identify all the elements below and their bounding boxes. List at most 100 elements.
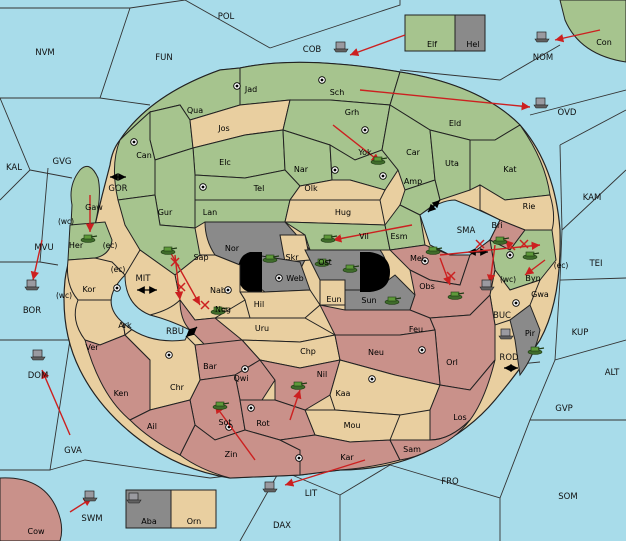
province-hel[interactable] [454, 14, 486, 52]
province-orn[interactable] [170, 489, 217, 529]
sea-label: DAX [273, 521, 291, 531]
province-uta[interactable] [429, 129, 471, 201]
sea-label: SOM [558, 492, 577, 502]
supply-center [275, 274, 283, 282]
province-label: Chr [170, 383, 185, 392]
province-label: Rot [256, 419, 269, 428]
sea-label: GVG [53, 157, 72, 167]
province-label: Con [596, 38, 612, 47]
supply-center [361, 126, 369, 134]
province-label: Bar [203, 362, 217, 371]
province-cow[interactable] [0, 477, 63, 541]
province-label: Gwa [531, 290, 549, 299]
province-label: Elf [427, 40, 437, 49]
province-label: Car [406, 148, 420, 157]
province-label: Jos [217, 124, 229, 133]
province-label: Kaa [336, 389, 351, 398]
province-label: Uta [445, 159, 459, 168]
province-label: Uru [255, 324, 269, 333]
sea-label: ROD [499, 353, 519, 363]
province-label: Eun [326, 295, 341, 304]
province-label: Hil [254, 300, 264, 309]
coast-label: (ec) [103, 241, 118, 250]
sea-label: FRO [441, 477, 459, 487]
province-label: Nil [317, 370, 327, 379]
province-label: Sot [218, 418, 231, 427]
province-label: Web [286, 274, 303, 283]
province-label: Ail [147, 422, 157, 431]
supply-center [512, 299, 520, 307]
province-label: Can [136, 151, 152, 160]
province-label: Ver [85, 343, 99, 352]
province-label: Neu [368, 348, 384, 357]
sea-label: SWM [81, 514, 102, 524]
province-label: Mou [344, 421, 361, 430]
province-label: Zin [225, 450, 238, 459]
province-label: Ost [318, 258, 332, 267]
province-label: Sap [193, 253, 208, 262]
sea-label: SMA [457, 226, 476, 236]
province-esm[interactable] [384, 204, 426, 251]
province-label: Pir [525, 329, 536, 338]
province-kar[interactable] [278, 434, 401, 476]
province-sch[interactable] [239, 61, 401, 106]
lake-west [238, 252, 262, 292]
province-label: Her [69, 241, 84, 250]
coast-label: (wc) [58, 217, 74, 226]
province-label: Ken [114, 389, 129, 398]
province-label: Lan [203, 208, 217, 217]
province-label: Byn [525, 274, 540, 283]
sea-label: BOR [23, 306, 41, 316]
sea-label: BUC [493, 311, 511, 321]
province-ail[interactable] [129, 399, 196, 456]
province-label: Sun [361, 296, 376, 305]
sea-mit-rbu-area [110, 273, 191, 342]
province-label: Nab [210, 286, 226, 295]
province-label: Los [453, 413, 466, 422]
province-label: Sam [403, 445, 421, 454]
province-sam[interactable] [389, 419, 471, 461]
province-label: Ark [118, 321, 132, 330]
province-label: Olk [304, 184, 318, 193]
province-label: Qua [187, 106, 203, 115]
province-label: Rie [523, 202, 536, 211]
province-label: Gur [158, 208, 173, 217]
province-hil[interactable] [239, 289, 321, 319]
sea-label: OVD [558, 108, 577, 118]
supply-center [506, 251, 514, 259]
province-label: Amp [404, 177, 422, 186]
province-zin[interactable] [179, 424, 301, 479]
supply-center [379, 172, 387, 180]
province-label: Gaw [85, 203, 103, 212]
province-label: Aba [141, 517, 157, 526]
province-label: Sch [330, 88, 345, 97]
sea-label: ALT [605, 368, 620, 378]
supply-center [331, 166, 339, 174]
province-labels: Elf Hel Con Jad Sch Qua Jos Grh Eld Can … [27, 38, 611, 536]
supply-center [418, 346, 426, 354]
coast-labels: (wc) (ec) (ec) (wc) (wc) (ec) [56, 217, 568, 300]
coast-label: (wc) [56, 291, 72, 300]
sea-label: GVA [64, 446, 82, 456]
supply-center [233, 82, 241, 90]
province-label: Kor [82, 285, 96, 294]
order-arrows [30, 29, 601, 513]
sea-label: NVM [35, 48, 55, 58]
province-label: Yok [357, 148, 372, 157]
sea-label: MVU [34, 243, 53, 253]
province-label: Esm [390, 232, 407, 241]
sea-label: RBU [166, 327, 184, 337]
province-label: Elc [219, 158, 231, 167]
province-kor[interactable] [67, 257, 126, 301]
supply-center [165, 351, 173, 359]
province-kaa[interactable] [329, 359, 441, 416]
province-label: Nar [294, 165, 309, 174]
sea-label: FUN [155, 53, 172, 63]
supply-center [130, 138, 138, 146]
sea-label: POL [218, 12, 235, 22]
province-label: Chp [300, 347, 316, 356]
sea-labels: POL NVM FUN COB NOM OVD KAL GVG GOR MVU … [6, 12, 620, 531]
